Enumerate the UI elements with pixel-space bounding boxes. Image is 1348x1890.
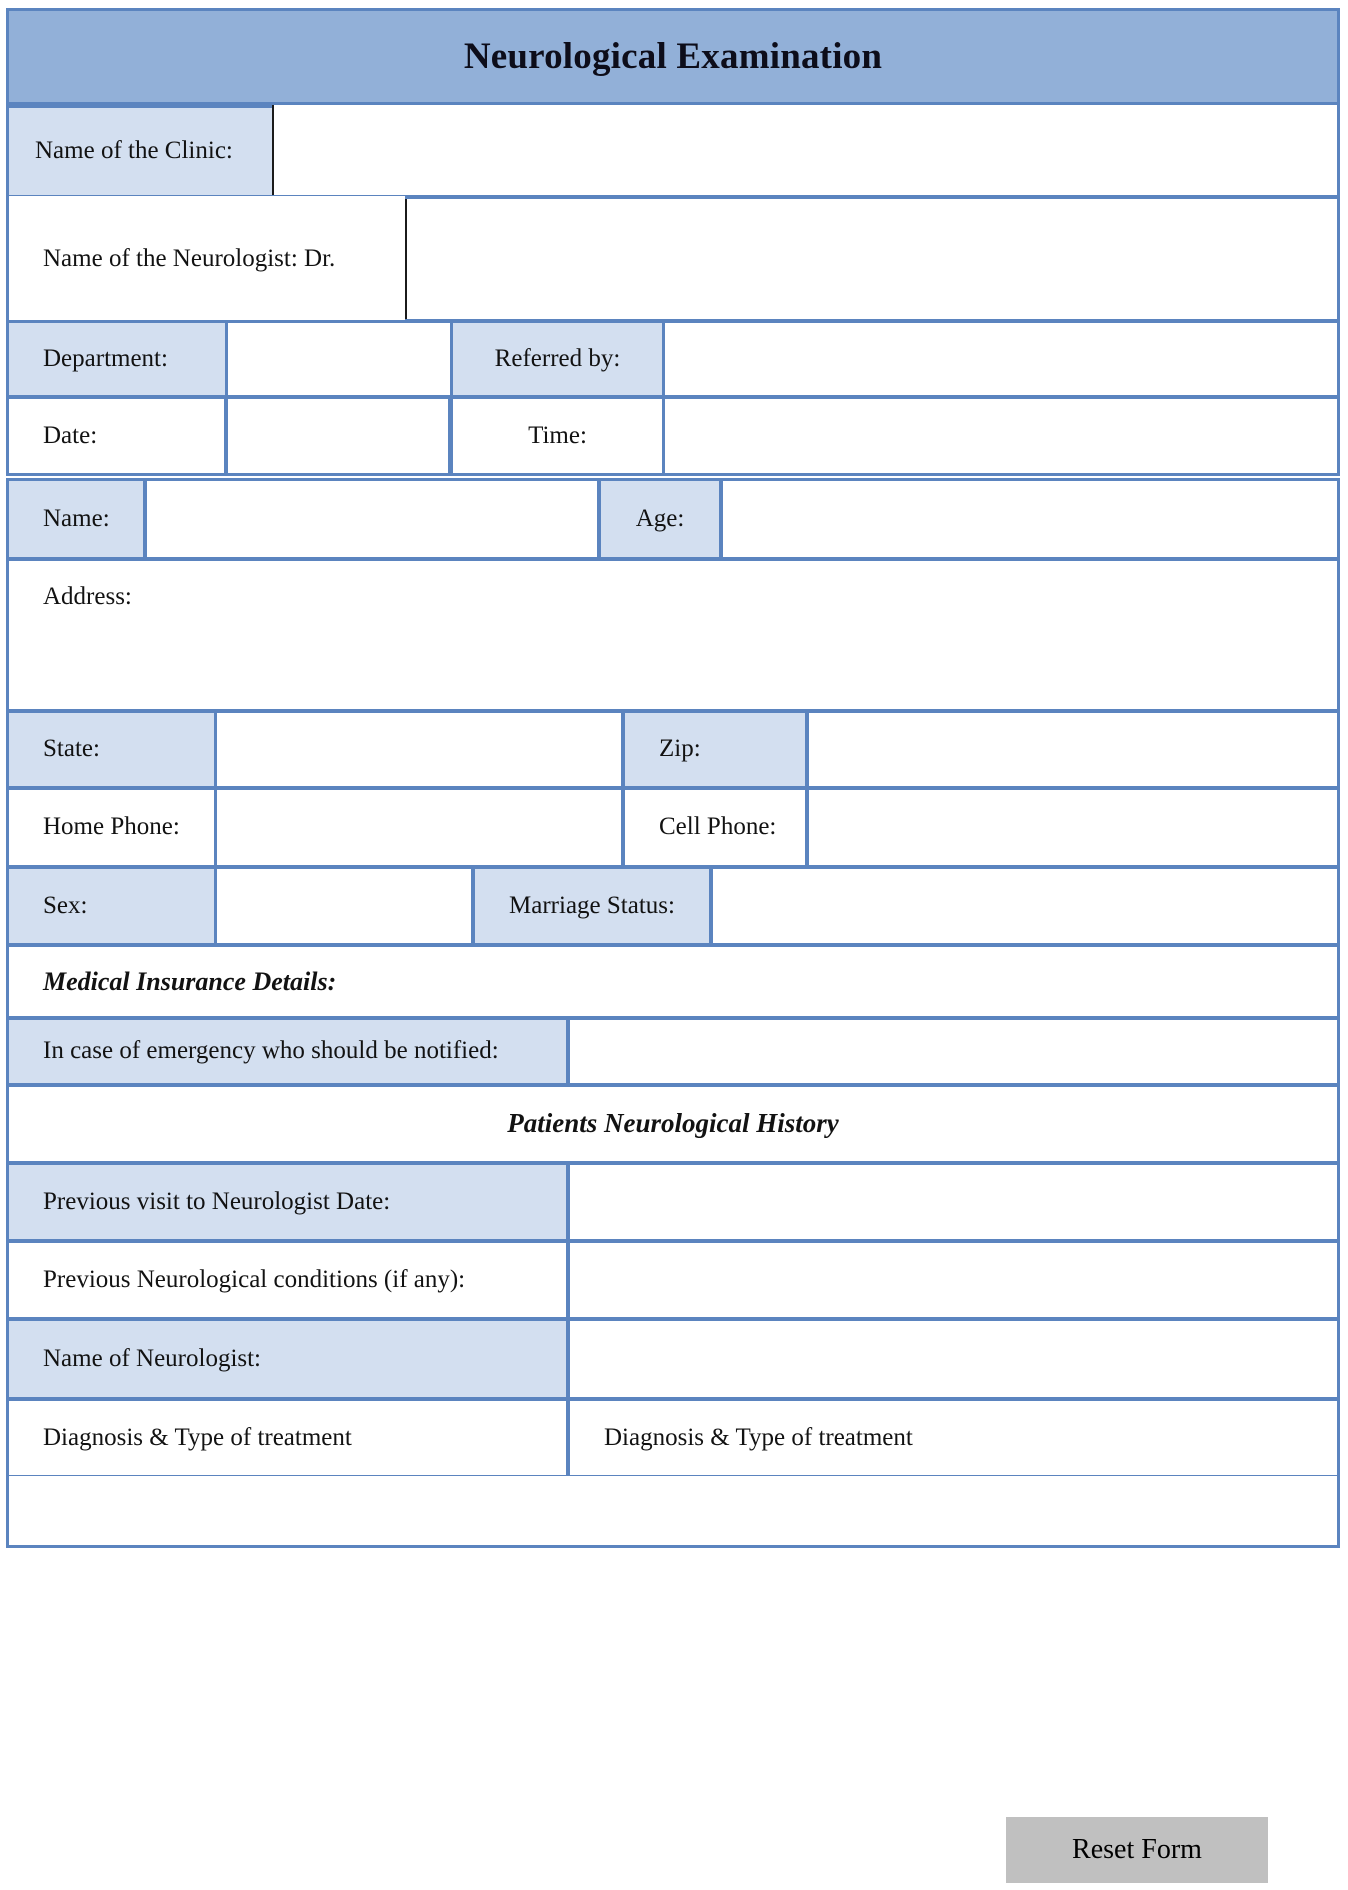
previous-visit-input[interactable] — [567, 1162, 1340, 1242]
address-label: Address: — [43, 583, 132, 610]
previous-conditions-input[interactable] — [567, 1240, 1340, 1320]
emergency-contact-label: In case of emergency who should be notif… — [6, 1017, 569, 1086]
previous-visit-label: Previous visit to Neurologist Date: — [6, 1162, 569, 1242]
insurance-heading: Medical Insurance Details: — [6, 944, 1340, 1019]
clinic-name-label: Name of the Clinic: — [6, 105, 275, 198]
cell-phone-label: Cell Phone: — [622, 787, 808, 868]
home-phone-input[interactable] — [214, 787, 624, 868]
time-input[interactable] — [662, 396, 1340, 476]
emergency-contact-input[interactable] — [567, 1017, 1340, 1086]
sex-input[interactable] — [214, 866, 474, 946]
home-phone-label: Home Phone: — [6, 787, 217, 868]
patient-name-label: Name: — [6, 478, 146, 560]
reset-form-label: Reset Form — [1072, 1834, 1202, 1865]
marriage-status-label: Marriage Status: — [472, 866, 712, 946]
patient-age-input[interactable] — [720, 478, 1340, 560]
page-title: Neurological Examination — [463, 36, 883, 77]
state-label: State: — [6, 710, 217, 789]
diagnosis-entry-area[interactable] — [6, 1476, 1340, 1548]
form-title-banner: Neurological Examination — [6, 8, 1340, 105]
referred-by-label: Referred by: — [450, 320, 665, 398]
patient-age-label: Age: — [598, 478, 722, 560]
neurologist-name-label: Name of the Neurologist: Dr. — [9, 196, 405, 322]
patient-name-input[interactable] — [144, 478, 600, 560]
history-section-heading: Patients Neurological History — [6, 1084, 1340, 1164]
reset-form-button[interactable]: Reset Form — [1006, 1817, 1268, 1883]
zip-label: Zip: — [622, 710, 808, 789]
clinic-name-input[interactable] — [272, 105, 1340, 198]
cell-phone-input[interactable] — [806, 787, 1340, 868]
date-label: Date: — [6, 396, 227, 476]
marriage-status-input[interactable] — [710, 866, 1340, 946]
zip-input[interactable] — [806, 710, 1340, 789]
diagnosis-right-label: Diagnosis & Type of treatment — [567, 1398, 1340, 1478]
history-neurologist-name-label: Name of Neurologist: — [6, 1318, 569, 1400]
sex-label: Sex: — [6, 866, 217, 946]
address-field[interactable]: Address: — [6, 558, 1340, 712]
date-input[interactable] — [225, 396, 451, 476]
diagnosis-left-label: Diagnosis & Type of treatment — [6, 1398, 569, 1478]
referred-by-input[interactable] — [662, 320, 1340, 398]
previous-conditions-label: Previous Neurological conditions (if any… — [6, 1240, 569, 1320]
history-neurologist-name-input[interactable] — [567, 1318, 1340, 1400]
state-input[interactable] — [214, 710, 624, 789]
neurologist-name-input[interactable] — [405, 199, 1337, 319]
time-label: Time: — [450, 396, 665, 476]
